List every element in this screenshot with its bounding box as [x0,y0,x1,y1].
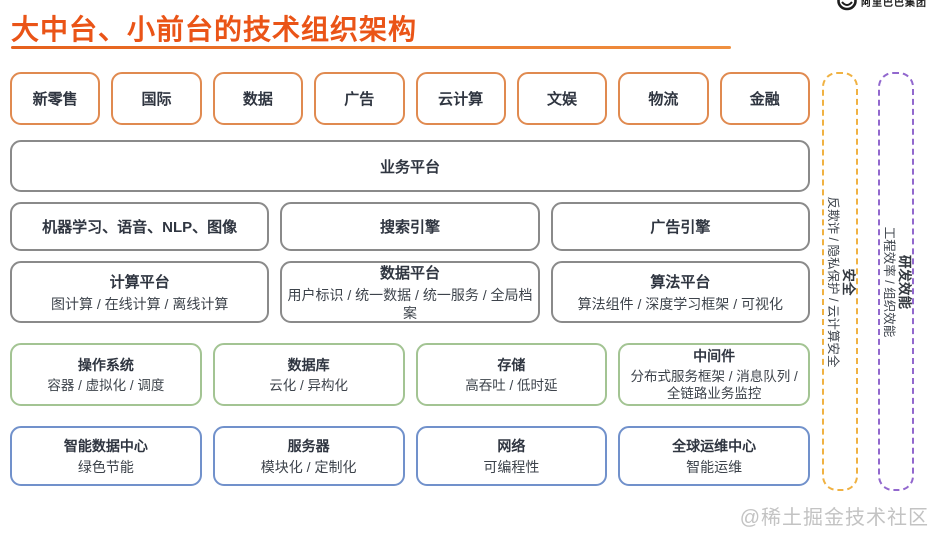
front-office-data: 数据 [212,72,304,125]
box-label: 数据 [242,91,273,108]
page-title: 大中台、小前台的技术组织架构 [11,14,418,45]
infra-database-box: 数据库 云化 / 异构化 [212,343,405,406]
box-title: 操作系统 [77,356,134,373]
box-label: 广告 [344,91,375,108]
infra-storage-box: 存储 高吞吐 / 低时延 [415,343,608,406]
alibaba-smile-icon [837,0,857,11]
box-label: 新零售 [32,91,78,108]
front-office-cloud: 云计算 [415,72,506,125]
box-subtitle: 绿色节能 [77,458,134,475]
sidebar-title: 研发效能 [896,254,912,309]
box-subtitle: 智能运维 [686,458,743,475]
box-subtitle: 用户标识 / 统一数据 / 统一服务 / 全局档案 [287,287,533,321]
box-title: 存储 [497,356,526,373]
front-office-advertising: 广告 [314,72,405,125]
box-label: 文娱 [547,91,578,108]
hw-server-box: 服务器 模块化 / 定制化 [212,426,405,486]
platform-algorithm-box: 算法平台 算法组件 / 深度学习框架 / 可视化 [550,261,810,323]
box-subtitle: 高吞吐 / 低时延 [465,377,558,393]
box-title: 智能数据中心 [63,437,148,454]
box-label: 国际 [141,91,172,108]
box-title: 中间件 [693,348,736,365]
engine-ad-box: 广告引擎 [550,202,810,251]
box-title: 全球运维中心 [672,437,757,454]
infra-middleware-box: 中间件 分布式服务框架 / 消息队列 /全链路业务监控 [618,343,810,406]
box-subtitle: 分布式服务框架 / 消息队列 /全链路业务监控 [630,369,798,401]
box-title: 服务器 [287,437,330,454]
alibaba-logo-text: 阿里巴巴集团 [861,0,927,9]
box-subtitle: 算法组件 / 深度学习框架 / 可视化 [577,295,783,312]
box-title: 计算平台 [109,273,170,291]
business-platform-box: 业务平台 [10,140,810,192]
sidebar-security-text: 安全 反欺诈 / 隐私保护 / 云计算安全 [824,74,856,489]
title-underline [11,46,731,49]
front-office-international: 国际 [111,72,202,125]
engine-ml-nlp-box: 机器学习、语音、NLP、图像 [10,202,270,251]
box-subtitle: 模块化 / 定制化 [260,458,357,475]
box-subtitle: 图计算 / 在线计算 / 离线计算 [50,295,229,312]
sidebar-subtitle: 反欺诈 / 隐私保护 / 云计算安全 [825,196,840,367]
box-subtitle: 容器 / 虚拟化 / 调度 [47,377,165,393]
box-label: 金融 [749,91,780,108]
front-office-row: 新零售 国际 数据 广告 云计算 文娱 物流 金融 [10,72,810,125]
alibaba-group-logo: 阿里巴巴集团 [837,0,927,12]
box-label: 机器学习、语音、NLP、图像 [42,219,238,236]
hw-datacenter-box: 智能数据中心 绿色节能 [10,426,202,486]
platform-compute-box: 计算平台 图计算 / 在线计算 / 离线计算 [10,261,270,323]
hardware-row: 智能数据中心 绿色节能 服务器 模块化 / 定制化 网络 可编程性 全球运维中心… [10,426,810,486]
box-label: 广告引擎 [650,219,711,236]
sidebar-security: 安全 反欺诈 / 隐私保护 / 云计算安全 [822,72,858,491]
box-title: 网络 [497,437,526,454]
box-title: 算法平台 [650,273,711,291]
front-office-logistics: 物流 [618,72,709,125]
box-label: 搜索引擎 [379,219,440,236]
hw-network-box: 网络 可编程性 [415,426,608,486]
business-platform-row: 业务平台 [10,140,810,192]
hw-global-ops-box: 全球运维中心 智能运维 [618,426,810,486]
box-label: 物流 [648,91,679,108]
front-office-entertainment: 文娱 [516,72,608,125]
sidebar-rd-efficiency-text: 研发效能 工程效率 / 组织效能 [880,74,912,489]
front-office-new-retail: 新零售 [10,72,101,125]
diagram-main-column: 新零售 国际 数据 广告 云计算 文娱 物流 金融 业务平台 机器学习、语音、N… [10,72,810,486]
sidebar-subtitle: 工程效率 / 组织效能 [881,226,896,337]
watermark: @稀土掘金技术社区 [739,507,929,529]
box-subtitle: 云化 / 异构化 [269,377,348,393]
engine-row: 机器学习、语音、NLP、图像 搜索引擎 广告引擎 [10,202,810,251]
infra-os-box: 操作系统 容器 / 虚拟化 / 调度 [10,343,202,406]
box-title: 数据库 [287,356,330,373]
platform-row: 计算平台 图计算 / 在线计算 / 离线计算 数据平台 用户标识 / 统一数据 … [10,261,810,323]
engine-search-box: 搜索引擎 [280,202,540,251]
box-label: 业务平台 [379,158,440,176]
sidebar-rd-efficiency: 研发效能 工程效率 / 组织效能 [878,72,914,491]
infrastructure-row: 操作系统 容器 / 虚拟化 / 调度 数据库 云化 / 异构化 存储 高吞吐 /… [10,343,810,406]
box-label: 云计算 [438,91,484,108]
platform-data-box: 数据平台 用户标识 / 统一数据 / 统一服务 / 全局档案 [280,261,540,323]
box-title: 数据平台 [379,265,440,282]
front-office-finance: 金融 [719,72,810,125]
sidebar-title: 安全 [840,268,856,295]
box-subtitle: 可编程性 [483,458,540,475]
